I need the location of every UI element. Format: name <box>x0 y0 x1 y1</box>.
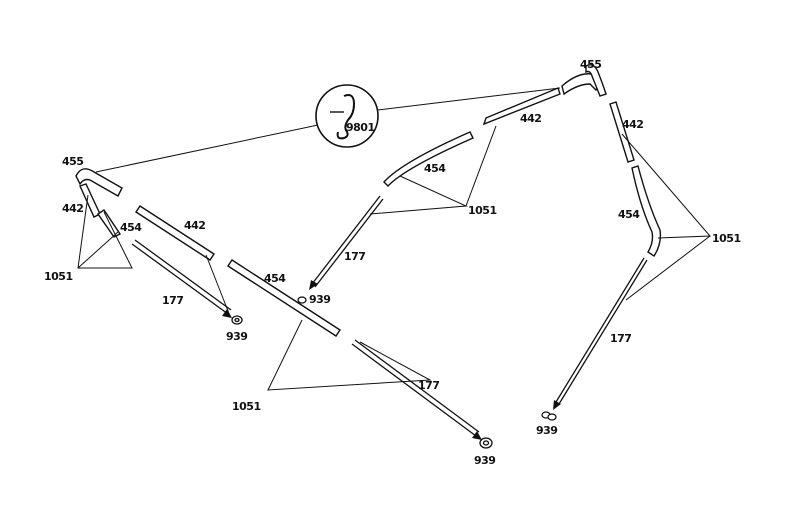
label-454-right: 454 <box>618 208 640 221</box>
washer-939-middle <box>297 296 307 304</box>
arrow-head-arch <box>309 280 318 290</box>
label-454-left: 454 <box>120 221 142 234</box>
hook-detail-circle <box>315 84 379 148</box>
arrow-head-middle <box>472 431 482 440</box>
label-177-right: 177 <box>610 332 631 345</box>
leader-455-left-to-hook <box>95 124 319 173</box>
elbow-fitting-455-right <box>561 73 601 96</box>
label-454-arch: 454 <box>424 162 446 175</box>
label-442-right: 442 <box>622 118 643 131</box>
label-1051-left: 1051 <box>44 270 73 283</box>
elbow-fitting-455-left <box>75 168 123 197</box>
left-frame-group <box>75 124 319 325</box>
label-442-center-left: 442 <box>184 219 205 232</box>
arch-frame-group <box>309 84 561 290</box>
tube-454-arch <box>383 131 474 188</box>
arrow-head-right <box>553 400 561 410</box>
part-labels: 455 442 1051 454 177 939 442 454 939 105… <box>44 58 741 467</box>
label-939-middle: 939 <box>309 293 330 306</box>
tube-442-center-left <box>135 205 215 261</box>
label-1051-right: 1051 <box>712 232 741 245</box>
leader-1051-left <box>77 194 133 269</box>
tube-454-middle <box>227 259 341 337</box>
label-455-left: 455 <box>62 155 83 168</box>
label-442-arch: 442 <box>520 112 541 125</box>
label-454-middle: 454 <box>264 272 286 285</box>
tube-454-left <box>97 209 122 238</box>
label-1051-arch: 1051 <box>468 204 497 217</box>
label-442-left: 442 <box>62 202 83 215</box>
right-frame-group <box>541 64 712 421</box>
middle-frame-group <box>227 259 493 449</box>
label-177-left: 177 <box>162 294 183 307</box>
label-177-middle: 177 <box>418 379 439 392</box>
label-1051-middle: 1051 <box>232 400 261 413</box>
label-939-left: 939 <box>226 330 247 343</box>
leader-1051-middle <box>267 319 432 391</box>
label-177-arch: 177 <box>344 250 365 263</box>
label-9801-hook: 9801 <box>346 121 375 134</box>
hook-icon <box>336 94 356 140</box>
label-455-right: 455 <box>580 58 601 71</box>
leader-1051-right <box>621 133 712 239</box>
rod-177-left <box>131 243 229 315</box>
label-939-middle-end: 939 <box>474 454 495 467</box>
label-939-right: 939 <box>536 424 557 437</box>
tube-454-right <box>631 165 662 257</box>
tube-442-right <box>609 101 635 163</box>
